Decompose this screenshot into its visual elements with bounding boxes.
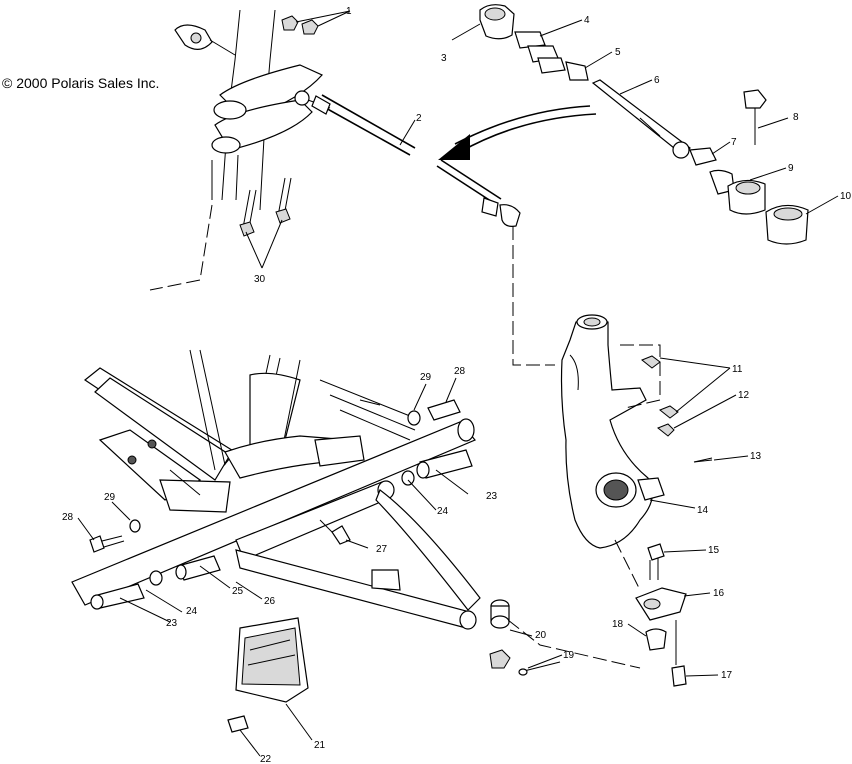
callout-8: 8 [793, 112, 799, 123]
callout-17: 17 [721, 670, 733, 681]
callout-24a: 24 [437, 506, 449, 517]
callout-12: 12 [738, 390, 750, 401]
a-arm-hardware [89, 399, 473, 610]
callout-numbers: 1 2 3 4 5 6 7 8 9 10 11 12 13 14 15 16 1… [62, 6, 852, 764]
callout-3: 3 [441, 53, 447, 64]
callout-29b: 29 [104, 492, 116, 503]
callout-14: 14 [697, 505, 709, 516]
callout-25: 25 [232, 586, 244, 597]
callout-19: 19 [563, 650, 575, 661]
leader-lines [77, 10, 839, 757]
callout-28b: 28 [62, 512, 74, 523]
callout-21: 21 [314, 740, 326, 751]
ball-joint-parts [507, 539, 687, 687]
callout-20: 20 [535, 630, 547, 641]
callout-27: 27 [376, 544, 388, 555]
callout-5: 5 [615, 47, 621, 58]
callout-9: 9 [788, 163, 794, 174]
callout-18: 18 [612, 619, 624, 630]
callout-2: 2 [416, 113, 422, 124]
callout-15: 15 [708, 545, 720, 556]
frame-steering-post [149, 9, 331, 291]
callout-4: 4 [584, 15, 590, 26]
callout-23a: 23 [486, 491, 498, 502]
tie-rod-assembly [311, 94, 555, 366]
copyright-notice: © 2000 Polaris Sales Inc. [2, 75, 159, 91]
callout-13: 13 [750, 451, 762, 462]
callout-16: 16 [713, 588, 725, 599]
callout-7: 7 [731, 137, 737, 148]
nut-and-cotter-pins [489, 459, 713, 676]
skid-plate [227, 617, 309, 733]
callout-28a: 28 [454, 366, 466, 377]
callout-29a: 29 [420, 372, 432, 383]
callout-30: 30 [254, 274, 266, 285]
callout-10: 10 [840, 191, 852, 202]
direction-arrow [438, 105, 597, 160]
callout-23b: 23 [166, 618, 178, 629]
callout-6: 6 [654, 75, 660, 86]
callout-26: 26 [264, 596, 276, 607]
lower-frame-section [83, 349, 421, 513]
callout-1: 1 [346, 6, 352, 17]
spindle-knuckle [560, 314, 713, 549]
lower-a-arm [71, 418, 510, 630]
callout-22: 22 [260, 754, 272, 764]
callout-11: 11 [732, 364, 743, 375]
tie-rod-end-parts [479, 4, 809, 245]
callout-24b: 24 [186, 606, 198, 617]
